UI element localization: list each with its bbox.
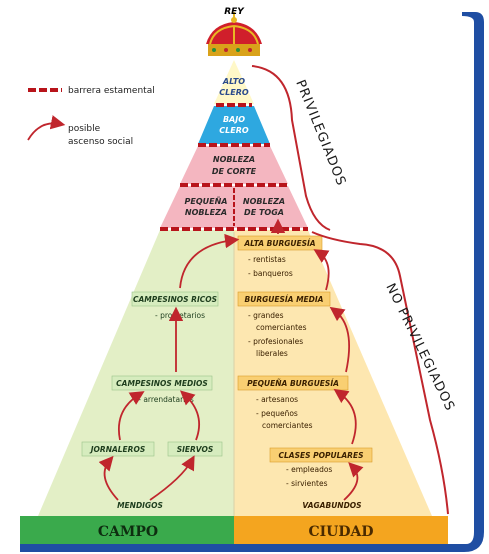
pequena-nobleza-label: PEQUEÑA	[185, 196, 228, 206]
artesanos-label: - artesanos	[256, 395, 298, 404]
no-privilegiados-label: NO PRIVILEGIADOS	[382, 281, 457, 414]
alta-burguesia-label: ALTA BURGUESÍA	[243, 239, 315, 248]
jornaleros-box	[81, 441, 155, 457]
pequena-burguesia-label: PEQUEÑA BURGUESÍA	[247, 379, 339, 388]
alto-clero-section	[214, 60, 254, 104]
ascenso-social-arrows	[98, 218, 364, 501]
burguesia-media-label: BURGUESÍA MEDIA	[245, 295, 324, 304]
rey-label: REY	[224, 7, 245, 17]
pequena-nobleza-label-2: NOBLEZA	[185, 208, 227, 217]
nobleza-toga-section	[234, 186, 308, 228]
clases-populares-box	[269, 447, 373, 463]
sirvientes-label: - sirvientes	[286, 479, 328, 488]
alto-clero-label: ALTO	[222, 77, 245, 86]
pequena-nobleza-section	[160, 186, 234, 228]
jornaleros-label: JORNALEROS	[89, 445, 145, 454]
campesinos-ricos-box	[131, 291, 219, 307]
campesinos-medios-label: CAMPESINOS MEDIOS	[116, 379, 208, 388]
banqueros-label: - banqueros	[248, 269, 293, 278]
ciudad-title: CIUDAD	[308, 524, 373, 540]
ascent-legend-label-1: posible	[68, 124, 101, 134]
bajo-clero-label: BAJO	[223, 115, 245, 124]
ascent-legend-label-2: ascenso social	[68, 137, 133, 147]
pequenos-label-2: comerciantes	[262, 421, 313, 430]
pequena-burguesia-box	[237, 375, 349, 391]
campesinos-ricos-label: CAMPESINOS RICOS	[133, 295, 217, 304]
privilegiados-bracket	[251, 65, 331, 231]
alto-clero-label-2: CLERO	[219, 88, 249, 97]
bajo-clero-section	[198, 106, 270, 144]
arrendatarios-label: - arrendatarios	[138, 395, 194, 404]
barrier-legend-label: barrera estamental	[68, 86, 155, 96]
clases-populares-label: CLASES POPULARES	[279, 451, 364, 460]
vagabundos-label: VAGABUNDOS	[302, 501, 361, 510]
ascent-legend-icon	[27, 115, 66, 141]
grandes-label: - grandes	[248, 311, 284, 320]
siervos-box	[167, 441, 223, 457]
rentistas-label: - rentistas	[248, 255, 286, 264]
pequenos-label: - pequeños	[256, 409, 298, 418]
crown-icon	[206, 12, 262, 56]
profesionales-label: - profesionales	[248, 337, 303, 346]
mendigos-label: MENDIGOS	[117, 501, 163, 510]
campo-section	[38, 230, 234, 516]
nobleza-corte-label: NOBLEZA	[213, 155, 255, 164]
nobleza-corte-section	[180, 146, 288, 184]
ciudad-bar	[234, 516, 448, 544]
siervos-label: SIERVOS	[177, 445, 214, 454]
nobleza-corte-label-2: DE CORTE	[212, 167, 257, 176]
nobleza-toga-label: NOBLEZA	[243, 197, 285, 206]
empleados-label: - empleados	[286, 465, 332, 474]
bajo-clero-label-2: CLERO	[219, 126, 249, 135]
campo-bar	[20, 516, 234, 544]
campo-title: CAMPO	[98, 524, 158, 540]
grandes-label-2: comerciantes	[256, 323, 307, 332]
propietarios-label: - propietarios	[155, 311, 205, 320]
profesionales-label-2: liberales	[256, 349, 288, 358]
legend: barrera estamental posible ascenso socia…	[27, 86, 155, 147]
burguesia-media-box	[237, 291, 331, 307]
campesinos-medios-box	[111, 375, 213, 391]
no-privilegiados-bracket	[311, 231, 449, 515]
nobleza-toga-label-2: DE TOGA	[244, 208, 284, 217]
